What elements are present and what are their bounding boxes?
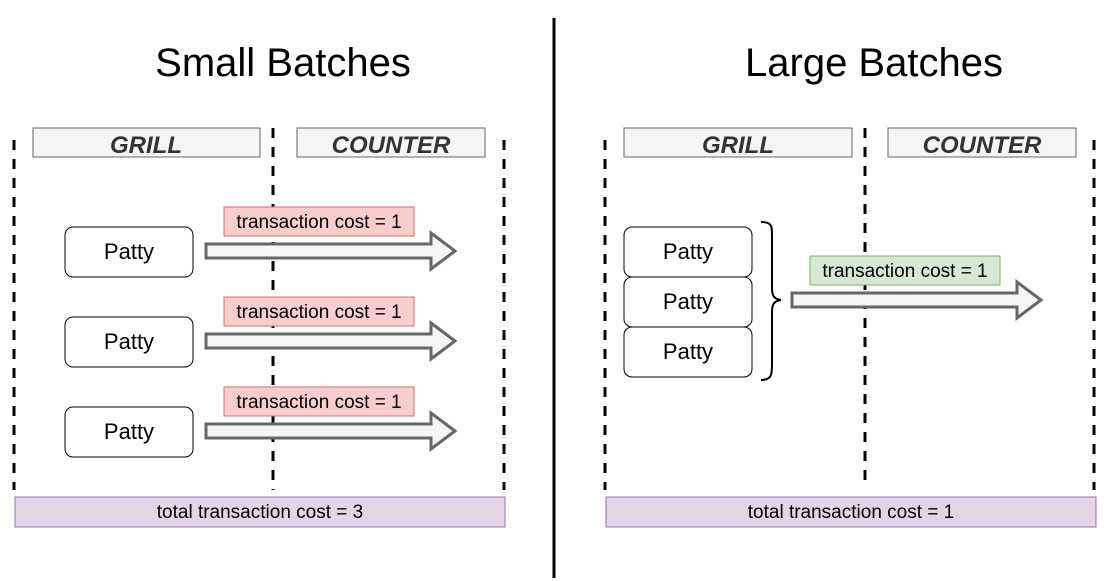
transaction-cost-label: transaction cost = 1: [822, 261, 987, 282]
patty-box: [64, 406, 194, 458]
transfer-arrow: [204, 320, 458, 362]
grill-header-box: [32, 127, 261, 158]
patty-label: Patty: [663, 339, 713, 364]
transfer-arrow: [204, 230, 458, 272]
patty-label: Patty: [104, 419, 154, 444]
transfer-arrow: [790, 279, 1044, 321]
grill-header-label: GRILL: [702, 132, 774, 159]
transaction-cost-box: [223, 386, 415, 417]
grouping-brace: [760, 221, 782, 381]
patty-label: Patty: [104, 239, 154, 264]
transaction-cost-box: [809, 255, 1001, 286]
counter-header-box: [296, 127, 486, 158]
grill-header-label: GRILL: [110, 132, 182, 159]
batch-row: Patty transaction cost = 1: [64, 206, 458, 278]
batch-group: Patty Patty Patty transaction cost = 1: [623, 221, 1044, 381]
transaction-cost-label: transaction cost = 1: [236, 392, 401, 413]
batch-row: Patty transaction cost = 1: [64, 386, 458, 458]
patty-label: Patty: [663, 239, 713, 264]
transaction-cost-box: [223, 296, 415, 327]
patty-label: Patty: [104, 329, 154, 354]
transfer-arrow: [204, 410, 458, 452]
total-cost-label: total transaction cost = 3: [157, 502, 363, 523]
total-cost-label: total transaction cost = 1: [748, 502, 954, 523]
panel-large-batches: Large Batches GRILL COUNTER Patty Patty …: [603, 41, 1097, 528]
counter-header-label: COUNTER: [332, 132, 451, 159]
counter-header-label: COUNTER: [923, 132, 1042, 159]
grill-header-box: [623, 127, 853, 158]
panel-title: Small Batches: [155, 41, 411, 85]
panel-title: Large Batches: [745, 41, 1003, 85]
total-cost-box: [14, 496, 506, 528]
transaction-cost-label: transaction cost = 1: [236, 302, 401, 323]
panel-small-batches: Small Batches GRILL COUNTER Patty transa…: [12, 41, 506, 528]
patty-box: [64, 226, 194, 278]
counter-header-box: [887, 127, 1077, 158]
transaction-cost-box: [223, 206, 415, 237]
patty-box: [64, 316, 194, 368]
patty-box: [623, 326, 753, 378]
batch-row: Patty transaction cost = 1: [64, 296, 458, 368]
transaction-cost-label: transaction cost = 1: [236, 212, 401, 233]
total-cost-box: [605, 496, 1097, 528]
patty-label: Patty: [663, 289, 713, 314]
